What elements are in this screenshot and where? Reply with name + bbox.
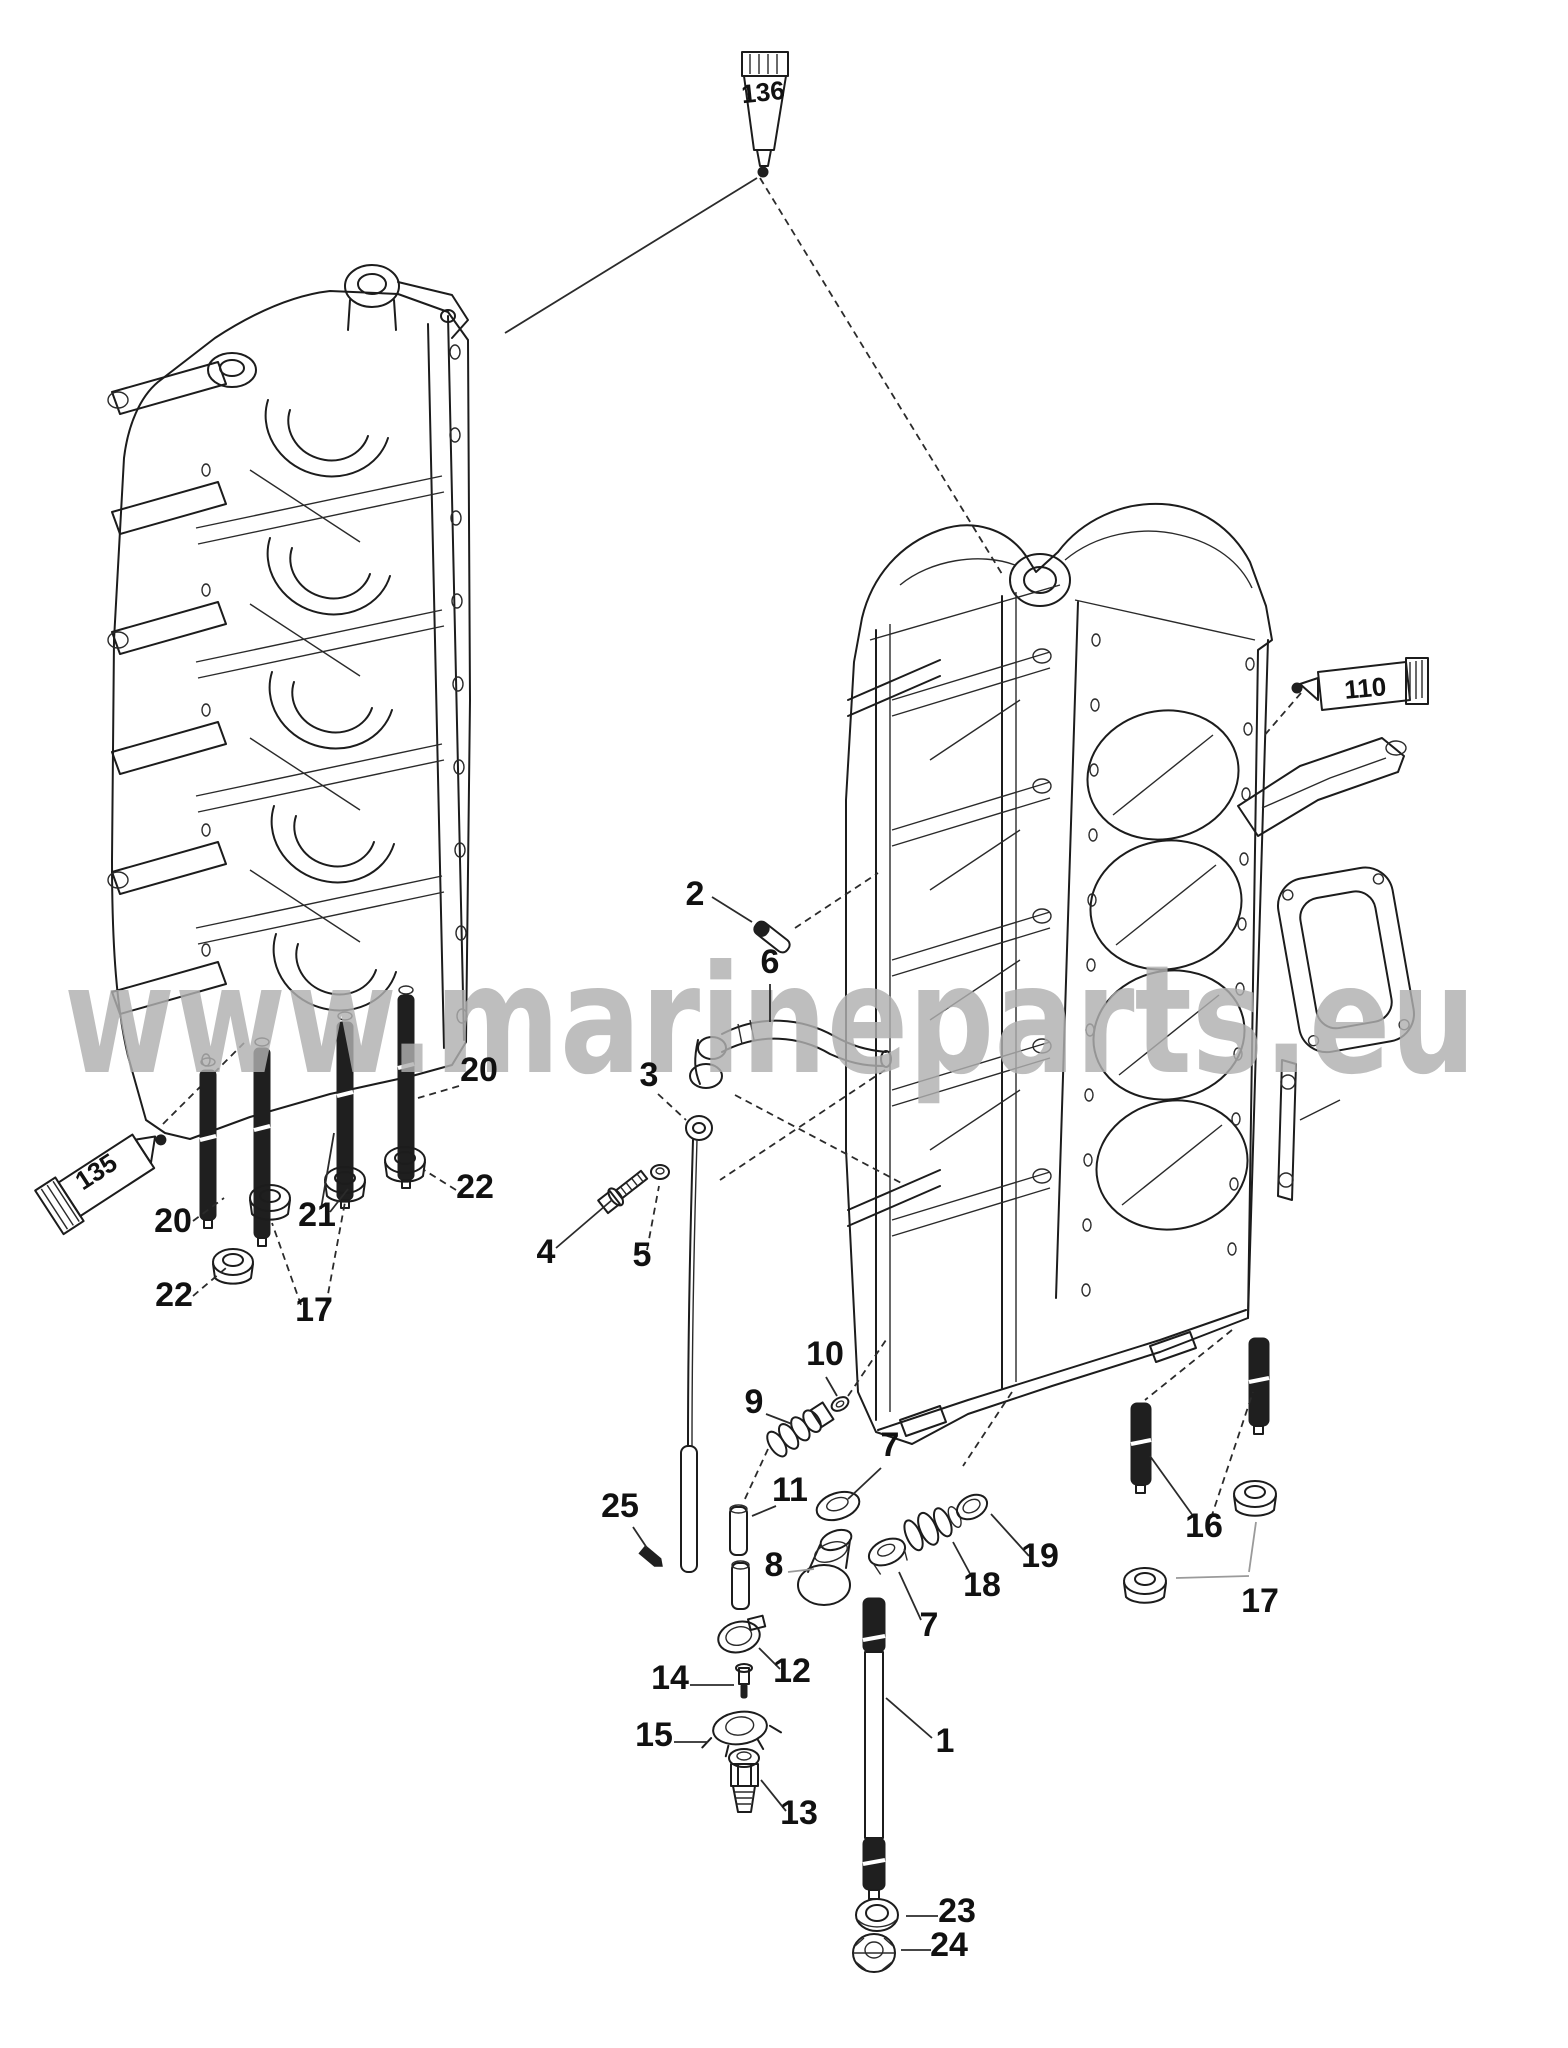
callout-3: 3 bbox=[640, 1056, 659, 1094]
callout-8: 8 bbox=[765, 1546, 784, 1584]
callout-24: 24 bbox=[930, 1926, 968, 1964]
callout-leader-line bbox=[898, 1571, 922, 1621]
dipstick bbox=[680, 1115, 713, 1573]
callout-leader-line bbox=[271, 1222, 302, 1306]
gasket-face-holes bbox=[1081, 633, 1255, 1297]
callout-leader-line bbox=[423, 1169, 457, 1191]
callout-18: 18 bbox=[963, 1566, 1001, 1604]
sealant-tube-136 bbox=[741, 51, 789, 178]
callout-leader-line bbox=[417, 1085, 460, 1099]
dowel-pin bbox=[753, 920, 791, 954]
lifting-bracket bbox=[1237, 737, 1407, 837]
callout-leader-line bbox=[657, 1093, 687, 1121]
callout-14: 14 bbox=[651, 1659, 689, 1697]
grommet-7-lower bbox=[867, 1537, 908, 1575]
callout-13: 13 bbox=[780, 1794, 818, 1832]
flange-nut-24 bbox=[852, 1933, 896, 1973]
callout-17: 17 bbox=[295, 1291, 333, 1329]
callout-leader-line bbox=[646, 1185, 660, 1251]
callout-4: 4 bbox=[537, 1233, 556, 1271]
callout-leader-line bbox=[329, 1188, 349, 1213]
callout-leader-line bbox=[632, 1526, 648, 1549]
callout-136: 136 bbox=[740, 75, 786, 109]
callout-110: 110 bbox=[1343, 671, 1387, 705]
callout-leader-line bbox=[1149, 1455, 1197, 1521]
flange-bolt bbox=[597, 1169, 649, 1215]
callout-leader-line bbox=[1175, 1575, 1250, 1579]
sleeve-tubes bbox=[729, 1504, 750, 1610]
callout-leader-line bbox=[952, 1541, 975, 1582]
callout-20: 20 bbox=[154, 1202, 192, 1240]
cylinder-bores bbox=[1086, 709, 1249, 1231]
callout-leader-line bbox=[711, 896, 753, 923]
callout-leader-line bbox=[990, 1513, 1030, 1557]
o-ring-19 bbox=[955, 1493, 989, 1521]
callout-leader-line bbox=[847, 1467, 882, 1500]
callout-10: 10 bbox=[806, 1335, 844, 1373]
callout-leader-line bbox=[760, 1779, 787, 1812]
sealant-tube-135 bbox=[34, 1133, 167, 1236]
callout-leader-line bbox=[325, 1201, 346, 1306]
left-cup-plugs bbox=[212, 1146, 426, 1285]
fitting-13 bbox=[728, 1748, 760, 1813]
callout-135: 135 bbox=[70, 1147, 123, 1196]
callout-23: 23 bbox=[938, 1892, 976, 1930]
left-crankcase-block bbox=[107, 264, 471, 1140]
retainer-clip bbox=[638, 1545, 663, 1567]
callout-20: 20 bbox=[460, 1051, 498, 1089]
left-block-bolt-holes bbox=[200, 344, 468, 1067]
exhaust-flange bbox=[1277, 866, 1415, 1054]
callout-6: 6 bbox=[761, 943, 780, 981]
callout-leader-line bbox=[825, 1376, 838, 1397]
right-cup-plugs bbox=[1123, 1480, 1277, 1604]
sealant-tube-110 bbox=[1291, 657, 1429, 711]
callout-leader-line bbox=[192, 1197, 225, 1222]
washer-5 bbox=[650, 1164, 670, 1180]
callout-17: 17 bbox=[1241, 1582, 1279, 1620]
o-ring-10 bbox=[830, 1396, 850, 1412]
right-block-studs bbox=[1130, 1337, 1270, 1494]
washer-23 bbox=[855, 1898, 899, 1932]
callout-leader-line bbox=[758, 1647, 781, 1670]
callout-9: 9 bbox=[745, 1383, 764, 1421]
elbow-fitting-8 bbox=[797, 1528, 853, 1606]
callout-25: 25 bbox=[601, 1487, 639, 1525]
callout-leader-line bbox=[320, 1132, 335, 1210]
hose-clamp-12 bbox=[717, 1614, 767, 1654]
callout-leader-line bbox=[885, 1697, 933, 1739]
callout-7: 7 bbox=[881, 1426, 900, 1464]
long-stud-1 bbox=[862, 1597, 886, 1900]
callout-1: 1 bbox=[936, 1722, 955, 1760]
callout-leader-line bbox=[555, 1199, 613, 1249]
callout-22: 22 bbox=[155, 1276, 193, 1314]
callout-leader-line bbox=[787, 1568, 815, 1573]
callout-5: 5 bbox=[633, 1236, 652, 1274]
callout-7: 7 bbox=[920, 1606, 939, 1644]
callout-leader-line bbox=[1210, 1391, 1254, 1519]
callout-19: 19 bbox=[1021, 1537, 1059, 1575]
callout-leader-line bbox=[751, 1505, 777, 1517]
callout-2: 2 bbox=[686, 875, 705, 913]
grommet-7-upper bbox=[815, 1490, 861, 1522]
right-cylinder-block bbox=[845, 502, 1415, 1445]
callout-21: 21 bbox=[298, 1196, 336, 1234]
breather-hose bbox=[689, 1019, 892, 1089]
callout-16: 16 bbox=[1185, 1507, 1223, 1545]
hose-connector-18 bbox=[903, 1506, 962, 1552]
barb-fitting bbox=[766, 1401, 835, 1458]
callout-12: 12 bbox=[773, 1652, 811, 1690]
callout-15: 15 bbox=[635, 1716, 673, 1754]
callout-leader-line bbox=[765, 1413, 793, 1425]
callout-11: 11 bbox=[772, 1471, 808, 1509]
screw-14 bbox=[735, 1663, 753, 1699]
callout-22: 22 bbox=[456, 1168, 494, 1206]
callout-leader-line bbox=[192, 1267, 227, 1297]
callout-leader-line bbox=[1248, 1521, 1257, 1573]
